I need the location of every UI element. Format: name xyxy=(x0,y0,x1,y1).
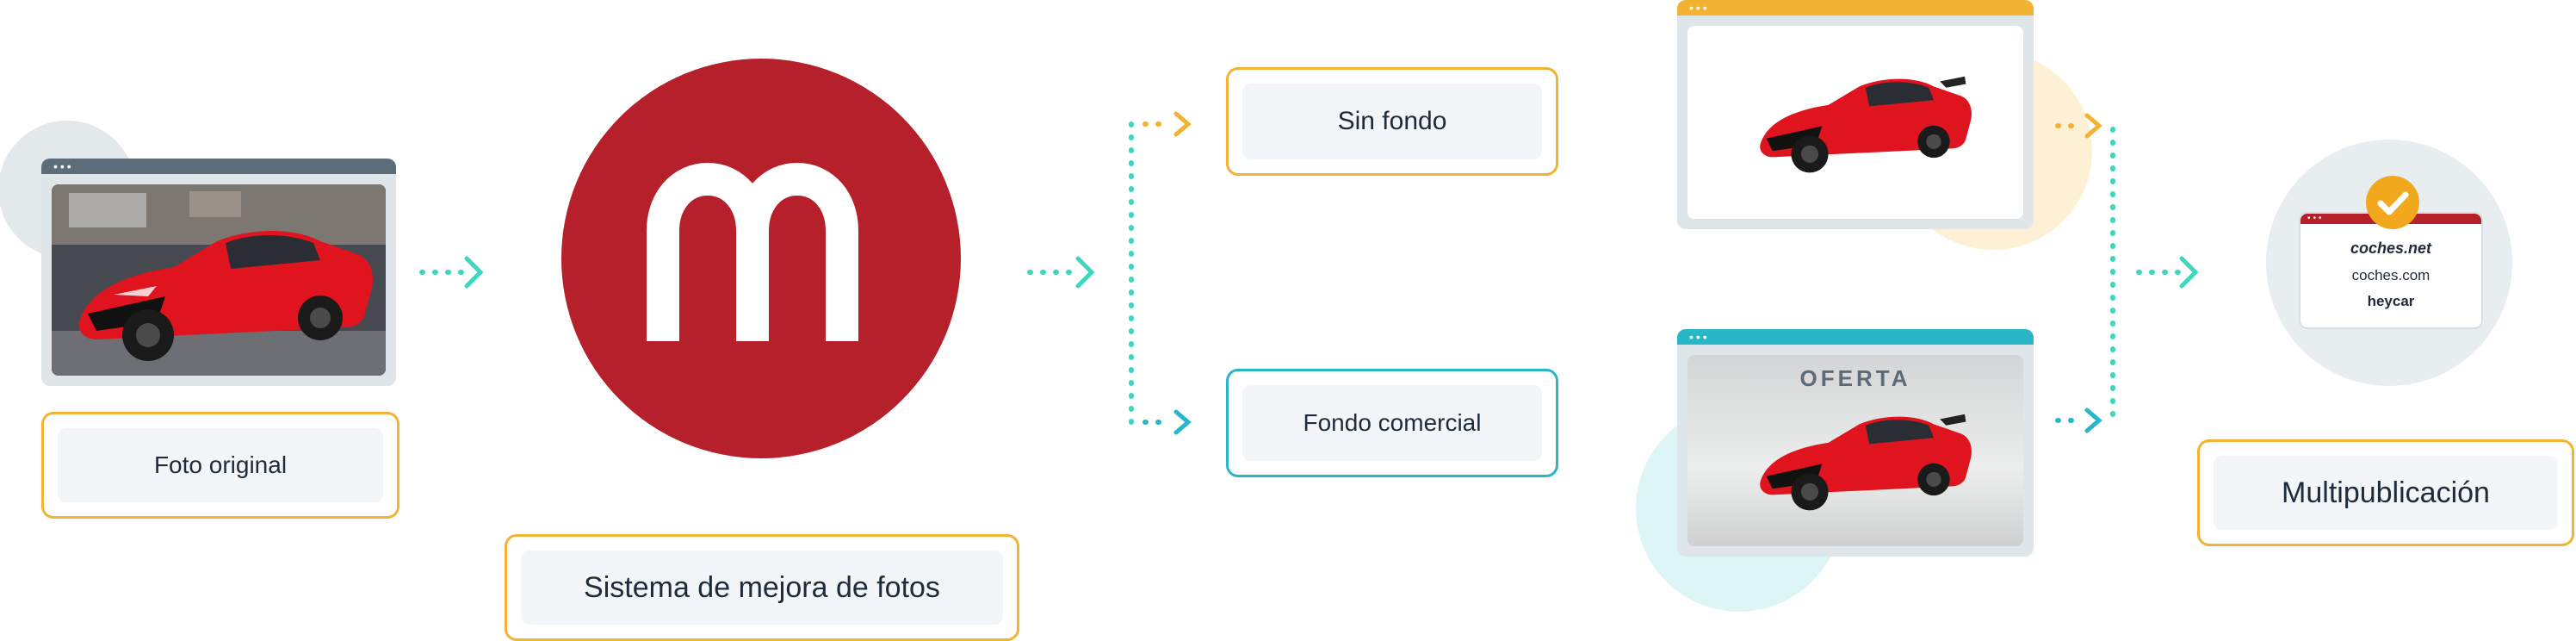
original-photo xyxy=(52,184,386,376)
system-label: Sistema de mejora de fotos xyxy=(505,534,1019,641)
option-commercial-background-text: Fondo comercial xyxy=(1242,385,1542,461)
chevron-right-icon xyxy=(1173,409,1192,435)
result-no-background-window: ••• xyxy=(1677,0,2034,229)
browser-dots: ••• xyxy=(2307,214,2325,223)
result-commercial-photo: OFERTA xyxy=(1687,355,2023,546)
chevron-right-icon xyxy=(1075,256,1095,289)
option-no-background-text: Sin fondo xyxy=(1242,84,1542,159)
check-badge xyxy=(2366,176,2419,229)
original-photo-label: Foto original xyxy=(41,412,399,519)
chevron-right-icon xyxy=(2179,256,2199,289)
browser-dots: ••• xyxy=(53,159,74,173)
multipublish-label-text: Multipublicación xyxy=(2214,456,2558,530)
browser-window-icon: ••• xyxy=(1677,329,2034,345)
multipublish-label: Multipublicación xyxy=(2197,439,2574,546)
portal-cochescom: coches.com xyxy=(2351,267,2430,283)
car-photo-cutout xyxy=(1760,76,1972,173)
original-photo-label-text: Foto original xyxy=(58,428,383,502)
browser-window-icon: ••• xyxy=(1677,0,2034,16)
result-commercial-window: ••• OFERTA xyxy=(1677,329,2034,557)
browser-dots: ••• xyxy=(1689,1,1710,15)
browser-window-icon: ••• xyxy=(41,159,396,174)
car-photo-showroom xyxy=(52,184,386,376)
chevron-right-icon xyxy=(1173,111,1192,137)
system-label-text: Sistema de mejora de fotos xyxy=(521,551,1003,625)
browser-dots: ••• xyxy=(1689,330,1710,344)
portals-window: ••• coches.net coches.com heycar xyxy=(2299,212,2483,329)
logo-m-icon xyxy=(647,162,858,341)
offer-banner: OFERTA xyxy=(1799,365,1911,391)
photo-system-logo xyxy=(561,59,961,458)
portal-heycar: heycar xyxy=(2367,293,2415,309)
chevron-right-icon xyxy=(2084,408,2102,433)
chevron-right-icon xyxy=(464,256,484,289)
original-photo-window: ••• xyxy=(41,159,396,386)
option-commercial-background: Fondo comercial xyxy=(1226,369,1558,477)
option-no-background: Sin fondo xyxy=(1226,67,1558,176)
car-photo-commercial xyxy=(1760,414,1972,511)
result-no-background-photo xyxy=(1687,26,2023,219)
check-icon xyxy=(2377,191,2409,215)
portal-cochesnet: coches.net xyxy=(2350,240,2432,257)
